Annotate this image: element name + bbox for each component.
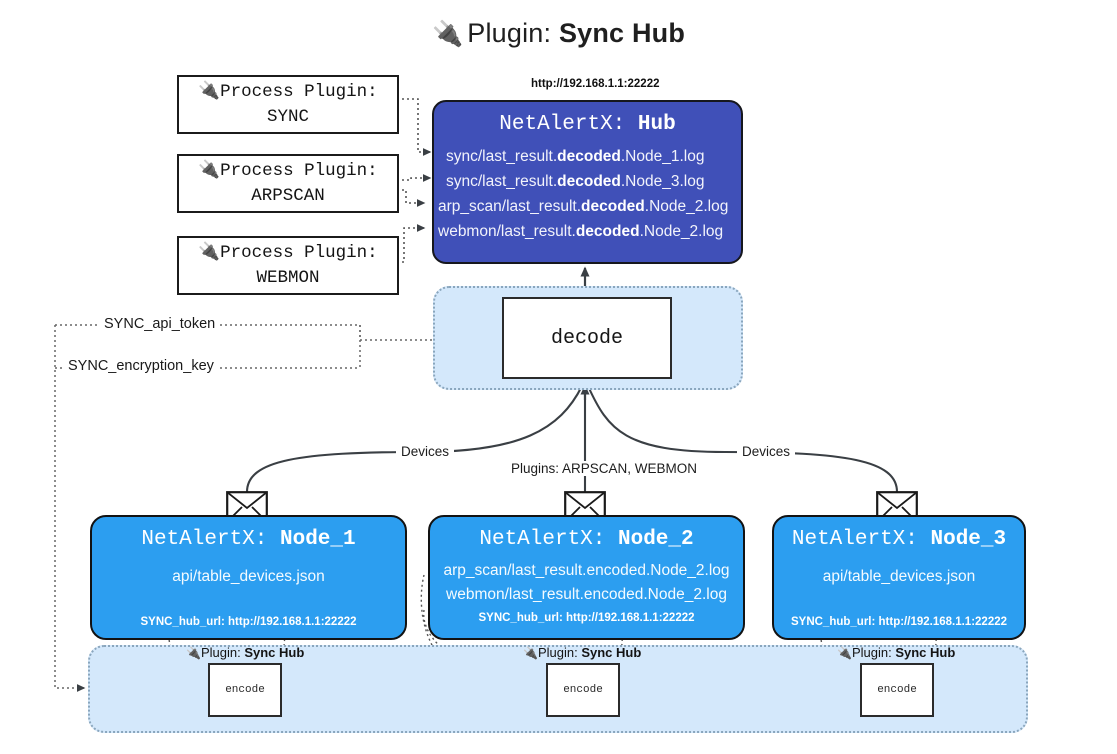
node-title: NetAlertX: Node_3 — [791, 528, 1007, 551]
node-path: api/table_devices.json — [822, 568, 976, 585]
electric-plug-icon: 🔌 — [198, 242, 221, 263]
devices-label-right: Devices — [737, 444, 796, 459]
process-plugin-arpscan[interactable]: 🔌Process Plugin: ARPSCAN — [177, 154, 399, 213]
node-box-node1[interactable]: NetAlertX: Node_1 api/table_devices.json… — [90, 515, 407, 640]
devices-label-left: Devices — [396, 444, 455, 459]
encode-box-node3[interactable]: encode — [860, 663, 934, 717]
encode-label: encode — [225, 684, 265, 696]
process-plugin-sync[interactable]: 🔌Process Plugin: SYNC — [177, 75, 399, 134]
sync-api-token-label: SYNC_api_token — [100, 316, 220, 332]
hub-log-line: webmon/last_result.decoded.Node_2.log — [438, 223, 724, 240]
page-title: 🔌Plugin: Sync Hub — [0, 18, 1117, 49]
electric-plug-icon: 🔌 — [198, 160, 221, 181]
encoder-plugin-tag-node1: 🔌Plugin: Sync Hub — [186, 645, 305, 660]
node-title: NetAlertX: Node_1 — [141, 528, 356, 551]
node-path: api/table_devices.json — [172, 568, 325, 585]
title-name: Sync Hub — [558, 18, 686, 48]
node-hub-url: SYNC_hub_url: http://192.168.1.1:22222 — [478, 612, 695, 624]
node-hub-url: SYNC_hub_url: http://192.168.1.1:22222 — [140, 616, 357, 628]
process-plugin-label: 🔌Process Plugin: — [198, 81, 378, 102]
process-plugin-name: SYNC — [266, 106, 309, 127]
electric-plug-icon: 🔌 — [523, 646, 538, 660]
process-plugin-webmon[interactable]: 🔌Process Plugin: WEBMON — [177, 236, 399, 295]
encode-box-node2[interactable]: encode — [546, 663, 620, 717]
hub-node[interactable]: NetAlertX: Hub sync/last_result.decoded.… — [432, 100, 743, 264]
encoder-plugin-tag-node3: 🔌Plugin: Sync Hub — [837, 645, 956, 660]
node-path: arp_scan/last_result.encoded.Node_2.log — [443, 562, 730, 579]
decode-label: decode — [550, 326, 623, 350]
electric-plug-icon: 🔌 — [198, 81, 221, 102]
hub-log-line: sync/last_result.decoded.Node_1.log — [446, 148, 705, 165]
decode-box[interactable]: decode — [502, 297, 672, 379]
encode-label: encode — [877, 684, 917, 696]
process-plugin-label: 🔌Process Plugin: — [198, 242, 378, 263]
hub-log-line: arp_scan/last_result.decoded.Node_2.log — [438, 198, 729, 215]
electric-plug-icon: 🔌 — [837, 646, 852, 660]
electric-plug-icon: 🔌 — [431, 20, 464, 48]
hub-title: NetAlertX: Hub — [499, 113, 676, 136]
node-path: webmon/last_result.encoded.Node_2.log — [446, 586, 727, 603]
node-box-node2[interactable]: NetAlertX: Node_2 arp_scan/last_result.e… — [428, 515, 745, 640]
sync-encryption-key-label: SYNC_encryption_key — [64, 358, 218, 374]
hub-log-line: sync/last_result.decoded.Node_3.log — [446, 173, 705, 190]
node-box-node3[interactable]: NetAlertX: Node_3 api/table_devices.json… — [772, 515, 1026, 640]
encoder-plugin-tag-node2: 🔌Plugin: Sync Hub — [523, 645, 642, 660]
electric-plug-icon: 🔌 — [186, 646, 201, 660]
process-plugin-name: ARPSCAN — [251, 185, 325, 206]
node-hub-url: SYNC_hub_url: http://192.168.1.1:22222 — [790, 616, 1008, 628]
node-title: NetAlertX: Node_2 — [479, 528, 694, 551]
plugins-label-center: Plugins: ARPSCAN, WEBMON — [506, 461, 703, 476]
process-plugin-label: 🔌Process Plugin: — [198, 160, 378, 181]
encode-label: encode — [563, 684, 603, 696]
hub-url-label: http://192.168.1.1:22222 — [531, 78, 660, 90]
process-plugin-name: WEBMON — [256, 267, 320, 288]
title-prefix: Plugin: — [467, 18, 552, 48]
encode-box-node1[interactable]: encode — [208, 663, 282, 717]
